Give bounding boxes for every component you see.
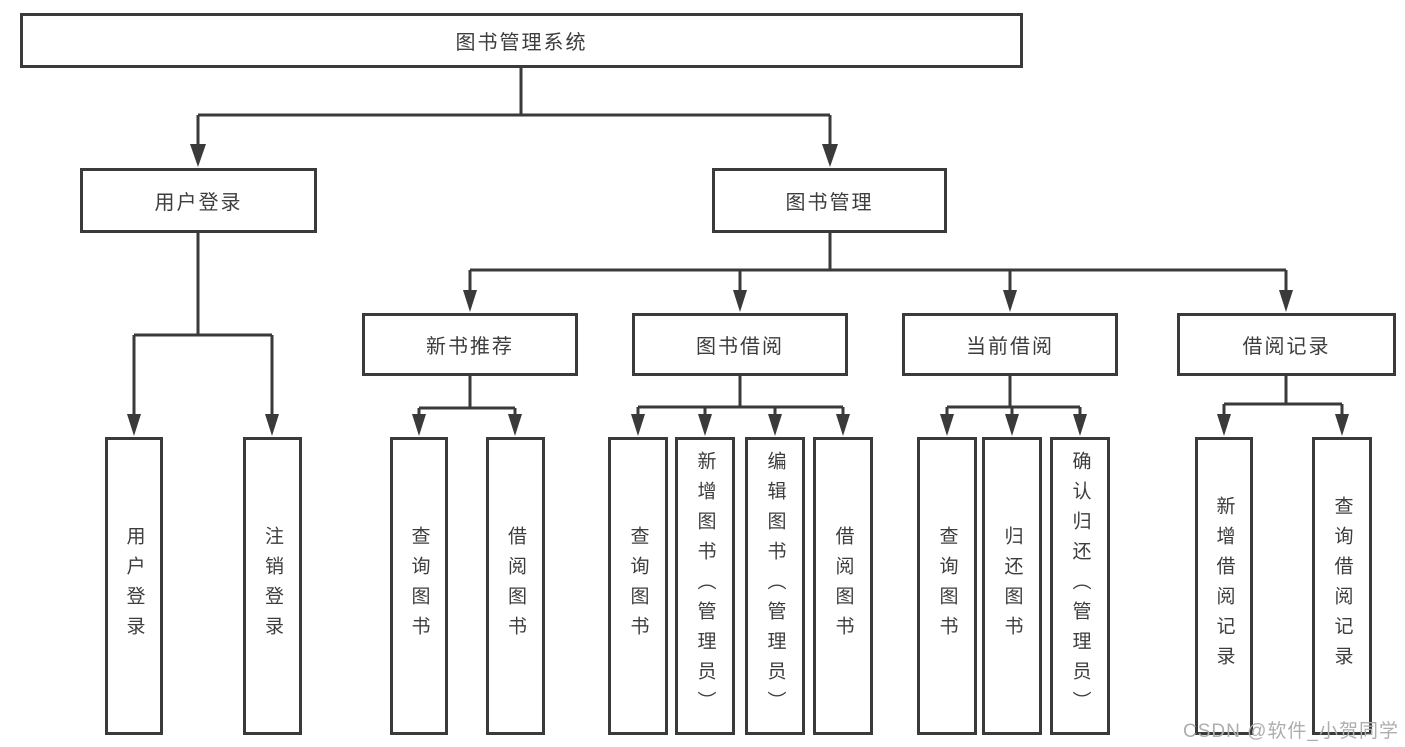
leaf-label: 新增借阅记录 [1213,496,1235,676]
leaf-label: 查询借阅记录 [1331,496,1353,676]
leaf-label: 借阅图书 [505,526,526,646]
leaf-add-borrow-record: 新增借阅记录 [1195,437,1253,735]
node-current-borrowing: 当前借阅 [902,313,1118,376]
leaf-borrow-books-recommend: 借阅图书 [486,437,545,735]
node-book-borrowing: 图书借阅 [632,313,848,376]
csdn-watermark: CSDN @软件_小贺同学 [1183,721,1399,742]
leaf-query-borrow-record: 查询借阅记录 [1312,437,1372,735]
leaf-user-login: 用户登录 [105,437,163,735]
node-borrowing-records: 借阅记录 [1177,313,1396,376]
leaf-query-books-recommend: 查询图书 [390,437,448,735]
leaf-label: 归还图书 [1001,526,1023,646]
leaf-label: 注销登录 [262,526,283,646]
leaf-label: 用户登录 [123,526,145,646]
node-library-management-system: 图书管理系统 [20,13,1023,68]
node-book-management: 图书管理 [712,168,947,233]
leaf-label: 查询图书 [408,526,430,646]
node-user-login: 用户登录 [80,168,317,233]
node-new-book-recommend: 新书推荐 [362,313,578,376]
leaf-label: 查询图书 [627,526,649,646]
leaf-label: 确认归还（管理员） [1069,451,1091,721]
leaf-label: 编辑图书（管理员） [764,451,786,721]
leaf-label: 查询图书 [936,526,958,646]
leaf-confirm-return-admin: 确认归还（管理员） [1050,437,1110,735]
leaf-label: 新增图书（管理员） [694,451,716,721]
leaf-add-books-admin: 新增图书（管理员） [675,437,735,735]
leaf-borrow-books: 借阅图书 [813,437,873,735]
leaf-query-books-current: 查询图书 [917,437,977,735]
leaf-label: 借阅图书 [832,526,854,646]
leaf-return-books: 归还图书 [982,437,1042,735]
leaf-logout: 注销登录 [243,437,302,735]
leaf-edit-books-admin: 编辑图书（管理员） [745,437,805,735]
leaf-query-books-borrowing: 查询图书 [608,437,668,735]
